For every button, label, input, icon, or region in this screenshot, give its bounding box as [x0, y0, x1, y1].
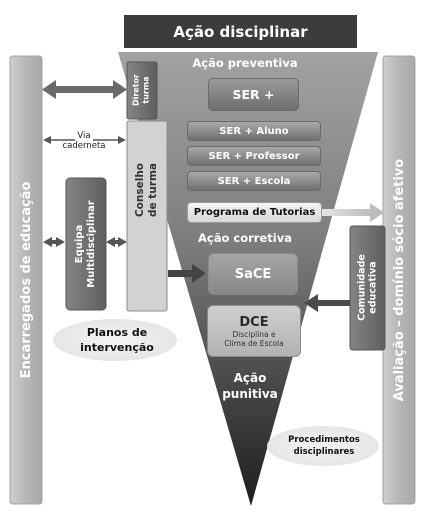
director-turma-label-wrap: Diretor turma [127, 62, 157, 119]
sace-box: SaCE [208, 253, 298, 295]
arrow-equipa-left [43, 237, 65, 247]
procedimentos-line1: Procedimentos [288, 435, 360, 445]
equipa-line2: Multidisciplinar [86, 200, 97, 288]
ser-professor-label: SER + Professor [208, 150, 300, 162]
dce-subtitle-1: Disciplina e [232, 329, 276, 339]
equipa-box [65, 177, 107, 311]
equipa-line1: Equipa [74, 224, 85, 264]
conselho-turma-label-wrap: Conselho de turma [127, 140, 167, 240]
conselho-turma-line2: de turma [147, 163, 159, 217]
tutorias-label: Programa de Tutorias [193, 207, 316, 218]
page-title: Ação disciplinar [173, 22, 308, 41]
ser-escola-bar: SER + Escola [187, 171, 321, 191]
via-caderneta-label-wrap: Via caderneta [48, 128, 120, 154]
procedimentos-line2: disciplinares [293, 447, 355, 457]
director-turma-line2: turma [141, 76, 151, 104]
planos-line1: Planos de [86, 326, 148, 339]
director-turma-line1: Diretor [131, 73, 141, 107]
title-bar: Ação disciplinar [124, 15, 357, 48]
ser-main-box: SER + [208, 78, 299, 111]
ser-professor-bar: SER + Professor [187, 146, 321, 166]
director-turma-box [126, 61, 158, 120]
ser-escola-label: SER + Escola [217, 175, 291, 187]
procedimentos-label-wrap: Procedimentos disciplinares [274, 430, 374, 462]
preventive-heading-wrap: Ação preventiva [180, 55, 310, 71]
punitive-heading-wrap: Ação punitiva [205, 366, 295, 406]
left-column-label: Encarregados de educação [18, 181, 34, 379]
via-caderneta-line2: caderneta [62, 141, 106, 151]
corrective-heading: Ação corretiva [198, 231, 292, 245]
punitive-heading-2: punitiva [222, 387, 278, 401]
ser-aluno-label: SER + Aluno [219, 125, 289, 137]
comunidade-box [349, 225, 386, 351]
planos-ellipse [53, 319, 177, 361]
tutorias-bar: Programa de Tutorias [187, 202, 322, 223]
comunidade-label-wrap: Comunidade educativa [350, 226, 385, 350]
dce-subtitle-2: Clima de Escola [224, 338, 284, 348]
punitive-heading-1: Ação [233, 371, 267, 385]
arrow-tutorias-right [322, 203, 384, 222]
arrow-director-left [42, 80, 127, 99]
comunidade-line1: Comunidade [356, 254, 367, 321]
arrow-conselho-sace [168, 264, 206, 283]
arrow-comunidade-dce [304, 294, 350, 312]
left-column [9, 55, 43, 505]
sace-label: SaCE [234, 266, 272, 282]
arrow-equipa-conselho [106, 237, 127, 247]
via-caderneta-line1: Via [75, 131, 93, 141]
right-column-label: Avaliação – domínio sócio afetivo [391, 158, 407, 402]
conselho-turma-line1: Conselho [134, 162, 146, 218]
planos-line2: intervenção [80, 341, 154, 354]
equipa-label-wrap: Equipa Multidisciplinar [66, 178, 106, 310]
ser-main-label: SER + [232, 87, 275, 102]
dce-title: DCE [239, 314, 269, 330]
preventive-heading: Ação preventiva [192, 56, 298, 70]
conselho-turma-box [126, 120, 168, 312]
dce-box: DCE Disciplina e Clima de Escola [207, 305, 301, 357]
comunidade-line2: educativa [367, 261, 378, 314]
planos-label-wrap: Planos de intervenção [62, 322, 172, 358]
ser-aluno-bar: SER + Aluno [187, 121, 321, 141]
corrective-heading-wrap: Ação corretiva [180, 230, 310, 246]
left-column-label-wrap: Encarregados de educação [10, 56, 42, 504]
right-column-label-wrap: Avaliação – domínio sócio afetivo [383, 56, 415, 504]
procedimentos-ellipse [267, 426, 379, 466]
